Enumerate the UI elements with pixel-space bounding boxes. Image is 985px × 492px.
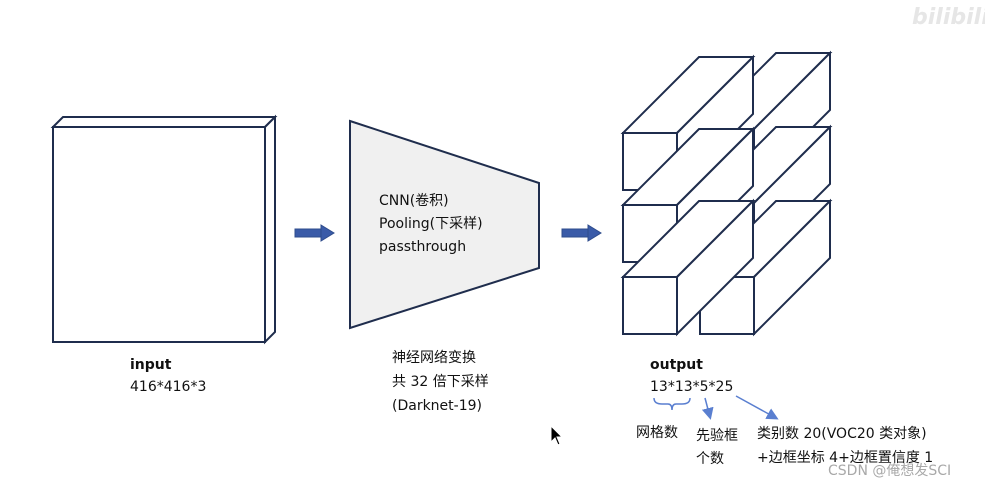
bilibili-logo: bilibili xyxy=(912,5,985,30)
annotation-anchors-line1: 先验框 xyxy=(696,428,738,444)
mouse-cursor-icon xyxy=(550,425,564,446)
output-title: output xyxy=(650,357,703,373)
anchors-arrow xyxy=(701,397,714,420)
annotation-anchors-line2: 个数 xyxy=(696,451,724,467)
op-passthrough: passthrough xyxy=(379,239,467,255)
annotation-params-line1: 类别数 20(VOC20 类对象) xyxy=(757,426,927,442)
op-cnn: CNN(卷积) xyxy=(379,193,449,209)
annotation-grid: 网格数 xyxy=(636,425,678,441)
arrow-input-to-network xyxy=(294,224,335,242)
arrow-network-to-output xyxy=(561,224,602,242)
network-funnel xyxy=(349,119,540,330)
input-cube-top xyxy=(50,116,278,128)
op-pooling: Pooling(下采样) xyxy=(379,216,483,232)
network-caption-line2: 共 32 倍下采样 xyxy=(392,374,489,390)
input-cube xyxy=(50,114,278,345)
input-cube-front xyxy=(52,126,266,343)
csdn-watermark: CSDN @俺想发SCI xyxy=(828,463,952,479)
input-title: input xyxy=(130,357,172,373)
params-arrow xyxy=(735,395,779,420)
output-size: 13*13*5*25 xyxy=(650,379,734,395)
annotation-params-line2: +边框坐标 4+边框置信度 1 xyxy=(757,450,934,466)
input-cube-side xyxy=(264,114,276,345)
output-box-front-bottom xyxy=(620,198,756,337)
network-caption-line3: (Darknet-19) xyxy=(392,398,482,414)
network-caption-line1: 神经网络变换 xyxy=(392,350,476,366)
grid-brace xyxy=(653,397,691,411)
input-size: 416*416*3 xyxy=(130,379,207,395)
